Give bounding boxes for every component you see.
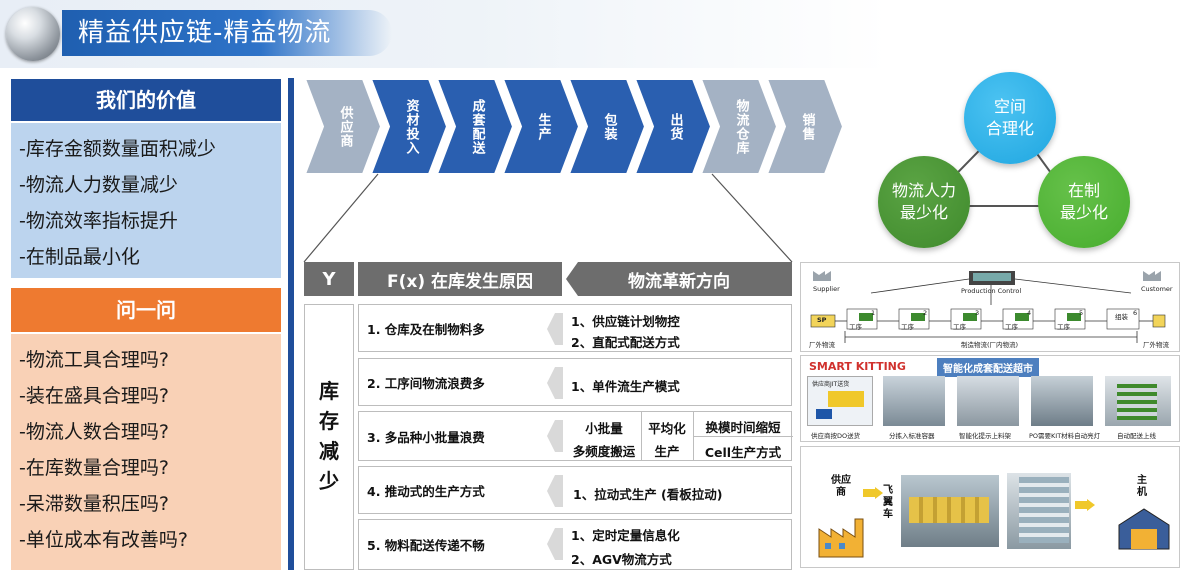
value-item: -在制品最小化: [19, 246, 140, 268]
ask-item: -装在盛具合理吗?: [19, 385, 169, 407]
row-cell: 换模时间缩短: [705, 420, 781, 435]
row-cause: 3. 多品种小批量浪费: [367, 429, 485, 445]
chevron-left-icon: [547, 313, 563, 345]
host-building-icon: [1118, 508, 1170, 550]
ask-item: -物流人数合理吗?: [19, 421, 169, 443]
row-cell: Cell生产方式: [704, 445, 782, 460]
flow-step: 资材投入: [371, 79, 447, 174]
circle-wip: 在制最少化: [1038, 156, 1130, 248]
y-value: 库 存 减 少: [319, 379, 339, 493]
ask-panel-title: 问一问: [11, 288, 281, 332]
ask-item: -呆滞数量积压吗?: [19, 493, 169, 515]
chevron-left-icon: [547, 420, 563, 452]
flow-step-label: 供应商: [337, 105, 353, 148]
flow-step: 包装: [569, 79, 645, 174]
chevron-left-icon: [547, 528, 563, 560]
table-row: 3. 多品种小批量浪费 小批量 多频度搬运 平均化 生产 换模时间缩短 Cell…: [358, 411, 793, 461]
row-cell: 生产: [654, 444, 680, 459]
circle-manpower: 物流人力最少化: [878, 156, 970, 248]
flow-step-label: 物流仓库: [733, 98, 749, 155]
flow-step: 物流仓库: [701, 79, 777, 174]
flow-step: 供应商: [305, 79, 381, 174]
row-cause: 4. 推动式的生产方式: [367, 483, 485, 499]
page-title: 精益供应链-精益物流: [78, 18, 332, 48]
flow-step-label: 出货: [667, 112, 683, 141]
row-direction: 2、AGV物流方式: [571, 552, 672, 567]
circle-space: 空间合理化: [964, 72, 1056, 164]
value-panel-title: 我们的价值: [11, 79, 281, 121]
flow-step-label: 销售: [799, 112, 815, 141]
value-item: -物流效率指标提升: [19, 210, 178, 232]
chevron-left-icon: [547, 475, 563, 507]
factory-icon: [818, 518, 864, 558]
row-cell: 平均化: [648, 421, 686, 436]
ask-item: -在库数量合理吗?: [19, 457, 169, 479]
flow-step-label: 生产: [535, 112, 551, 141]
flow-step-label: 资材投入: [403, 98, 419, 155]
column-direction-header: 物流革新方向: [566, 262, 792, 296]
header-title-background: [62, 10, 392, 56]
value-panel-list: -库存金额数量面积减少 -物流人力数量减少 -物流效率指标提升 -在制品最小化: [11, 123, 281, 278]
row-cell: 多频度搬运: [572, 444, 636, 459]
column-cause-header: F(x) 在库发生原因: [358, 262, 562, 296]
logistics-flow-image: Supplier Customer Production Control SP …: [800, 262, 1180, 352]
triangle-lines: [922, 116, 1077, 207]
smart-kitting-image: SMART KITTING 智能化成套配送超市 供应商JIT送货 供应商按DO送…: [800, 355, 1180, 442]
flow-step-label: 成套配送: [469, 98, 485, 155]
ask-panel-list: -物流工具合理吗? -装在盛具合理吗? -物流人数合理吗? -在库数量合理吗? …: [11, 334, 281, 570]
table-row: 2. 工序间物流浪费多 1、单件流生产模式: [358, 358, 792, 406]
row-direction: 1、定时定量信息化: [571, 528, 680, 543]
column-y-header: Y: [304, 262, 354, 296]
table-row: 1. 仓库及在制物料多 1、供应链计划物控 2、直配式配送方式: [358, 304, 792, 352]
row-cell: 小批量: [585, 421, 623, 436]
row-direction: 2、直配式配送方式: [571, 335, 680, 350]
logistics-chain-image: 供应商 飞翼车 主机: [800, 446, 1180, 568]
flow-step: 生产: [503, 79, 579, 174]
flow-step: 成套配送: [437, 79, 513, 174]
table-row: 4. 推动式的生产方式 1、拉动式生产 (看板拉动): [358, 466, 792, 514]
row-cause: 1. 仓库及在制物料多: [367, 321, 485, 337]
flow-step: 销售: [767, 79, 843, 174]
flow-step: 出货: [635, 79, 711, 174]
value-item: -物流人力数量减少: [19, 174, 178, 196]
row-cause: 5. 物料配送传递不畅: [367, 538, 485, 553]
vertical-divider: [288, 78, 294, 570]
row-direction: 1、单件流生产模式: [571, 379, 680, 394]
flow-step-label: 包装: [601, 112, 617, 141]
row-direction: 1、供应链计划物控: [571, 314, 680, 329]
chevron-left-icon: [547, 367, 563, 399]
value-item: -库存金额数量面积减少: [19, 138, 216, 160]
row-direction: 1、拉动式生产 (看板拉动): [573, 487, 723, 502]
ask-item: -物流工具合理吗?: [19, 349, 169, 371]
row-cause: 2. 工序间物流浪费多: [367, 375, 485, 391]
y-value-box: [304, 304, 354, 570]
ask-item: -单位成本有改善吗?: [19, 529, 188, 551]
header-orb-icon: [6, 7, 60, 61]
table-row: 5. 物料配送传递不畅 1、定时定量信息化 2、AGV物流方式: [358, 519, 792, 570]
